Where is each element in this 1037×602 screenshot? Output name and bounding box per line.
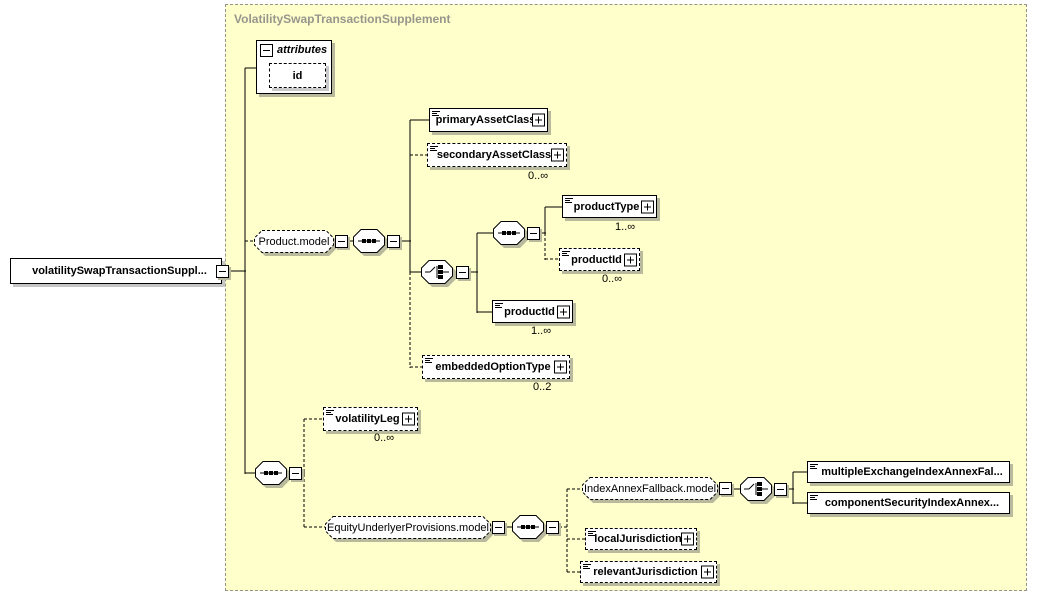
sequence-equity-collapse-button[interactable] <box>546 521 559 534</box>
sequence-compositor-producttype[interactable] <box>493 221 529 249</box>
expand-button[interactable] <box>701 565 714 579</box>
equity-model-collapse-button[interactable] <box>492 521 505 534</box>
complex-content-icon <box>583 564 592 572</box>
dashed-connectors <box>245 154 585 573</box>
sequence-icon <box>260 471 282 475</box>
element-secondaryAssetClass[interactable]: secondaryAssetClass <box>427 143 567 167</box>
model-group-index-annex-label: IndexAnnexFallback.model <box>583 482 717 495</box>
expand-button[interactable] <box>402 412 415 426</box>
model-group-equity-label: EquityUnderlyerProvisions.model <box>326 521 489 534</box>
element-componentSecurityIndexAnnex[interactable]: componentSecurityIndexAnnex... <box>807 492 1010 514</box>
expand-button[interactable] <box>557 305 570 318</box>
solid-connectors <box>229 67 808 528</box>
element-label: volatilityLeg <box>335 413 400 425</box>
attribute-id[interactable]: id <box>269 63 326 88</box>
occurs-label: 0..2 <box>533 381 552 393</box>
element-label: componentSecurityIndexAnnex... <box>824 497 1000 509</box>
complex-content-icon <box>425 358 434 366</box>
expand-button[interactable] <box>554 360 567 374</box>
element-volatilityLeg[interactable]: volatilityLeg <box>323 407 418 431</box>
element-relevantJurisdiction[interactable]: relevantJurisdiction <box>580 561 717 583</box>
attributes-collapse-button[interactable] <box>260 44 273 57</box>
expand-button[interactable] <box>551 148 564 162</box>
product-model-collapse-button[interactable] <box>335 235 348 248</box>
choice-index-annex-collapse-button[interactable] <box>774 483 787 496</box>
choice-product-collapse-button[interactable] <box>456 266 469 279</box>
sequence-compositor-product[interactable] <box>353 229 389 257</box>
sequence-producttype-collapse-button[interactable] <box>527 227 540 240</box>
complex-content-icon <box>588 531 597 539</box>
complex-content-icon <box>565 198 574 206</box>
expand-button[interactable] <box>624 253 637 266</box>
element-label: primaryAssetClass <box>435 114 536 126</box>
occurs-label: 1..∞ <box>615 221 636 233</box>
element-label: relevantJurisdiction <box>593 566 698 578</box>
attributes-label: attributes <box>277 44 328 56</box>
complex-content-icon <box>810 495 819 503</box>
complex-content-icon <box>430 146 439 154</box>
occurs-label: 0..∞ <box>528 170 549 182</box>
element-label: productId <box>504 305 555 318</box>
occurs-label: 1..∞ <box>531 325 552 337</box>
expand-button[interactable] <box>532 113 545 127</box>
model-group-product-label: Product.model <box>258 235 330 248</box>
choice-icon <box>425 265 449 279</box>
element-label: secondaryAssetClass <box>436 149 552 161</box>
sequence-compositor-main[interactable] <box>255 461 291 489</box>
complex-content-icon <box>562 251 571 259</box>
root-element-label: volatilitySwapTransactionSuppl... <box>32 265 207 277</box>
root-element-volatilitySwapTransactionSupplement[interactable]: volatilitySwapTransactionSuppl... <box>10 258 222 284</box>
attribute-id-label: id <box>292 69 303 82</box>
element-productId-optional[interactable]: productId <box>559 248 640 271</box>
model-group-index-annex-fallback[interactable]: IndexAnnexFallback.model <box>582 477 722 504</box>
sequence-icon <box>517 525 539 529</box>
element-label: localJurisdiction <box>594 533 682 545</box>
sequence-compositor-equity[interactable] <box>512 515 548 543</box>
complex-content-icon <box>432 111 441 119</box>
sequence-main-collapse-button[interactable] <box>289 467 302 480</box>
root-collapse-button[interactable] <box>216 265 229 278</box>
occurs-label: 0..∞ <box>374 432 395 444</box>
complex-content-icon <box>495 303 504 311</box>
expand-button[interactable] <box>641 200 654 213</box>
sequence-icon <box>358 239 380 243</box>
complex-content-icon <box>326 410 335 418</box>
element-label: embeddedOptionType <box>435 361 551 373</box>
model-group-equity-underlyer-provisions[interactable]: EquityUnderlyerProvisions.model <box>325 516 495 543</box>
model-group-product[interactable]: Product.model <box>254 230 338 257</box>
element-productId-required[interactable]: productId <box>492 300 573 323</box>
choice-icon <box>744 482 768 496</box>
expand-button[interactable] <box>681 532 694 546</box>
occurs-label: 0..∞ <box>602 273 623 285</box>
element-embeddedOptionType[interactable]: embeddedOptionType <box>422 355 570 379</box>
choice-compositor-index-annex[interactable] <box>740 477 776 505</box>
element-localJurisdiction[interactable]: localJurisdiction <box>585 528 697 550</box>
choice-compositor-product[interactable] <box>421 260 457 288</box>
sequence-product-collapse-button[interactable] <box>387 235 400 248</box>
attributes-group: attributes id <box>256 40 332 94</box>
complex-content-icon <box>810 464 819 472</box>
element-label: multipleExchangeIndexAnnexFal... <box>821 466 1003 478</box>
index-annex-collapse-button[interactable] <box>719 482 732 495</box>
element-label: productType <box>573 200 640 213</box>
element-label: productId <box>571 253 622 266</box>
element-multipleExchangeIndexAnnexFallback[interactable]: multipleExchangeIndexAnnexFal... <box>807 461 1010 483</box>
element-primaryAssetClass[interactable]: primaryAssetClass <box>429 108 548 132</box>
sequence-icon <box>498 231 520 235</box>
element-productType[interactable]: productType <box>562 195 657 218</box>
container-title: VolatilitySwapTransactionSupplement <box>234 12 451 26</box>
